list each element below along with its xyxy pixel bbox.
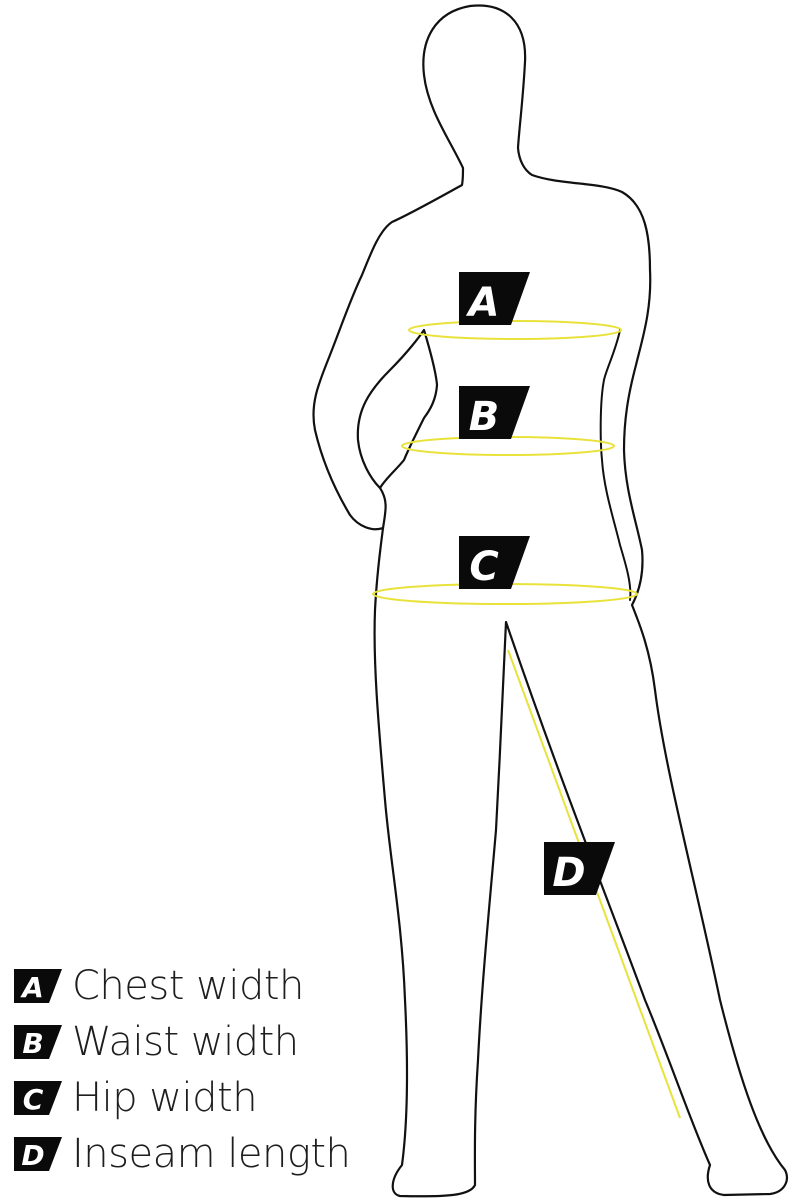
legend: A Chest width B Waist width C Hip width …: [14, 958, 374, 1182]
legend-label-waist: Waist width: [72, 1019, 299, 1065]
waist-contour: [599, 329, 632, 601]
svg-text:C: C: [469, 544, 498, 590]
waist-measure-line: [401, 436, 615, 456]
svg-text:A: A: [20, 971, 44, 1003]
svg-text:D: D: [21, 1139, 44, 1171]
legend-item-hip: C Hip width: [14, 1070, 374, 1126]
marker-c: C: [459, 536, 530, 590]
body-silhouette: [312, 4, 788, 1198]
svg-text:A: A: [466, 280, 500, 326]
marker-a: A: [459, 272, 530, 326]
legend-badge-b: B: [14, 1025, 64, 1059]
marker-d: D: [544, 842, 615, 896]
chest-measure-line: [408, 320, 622, 340]
legend-badge-c: C: [14, 1081, 64, 1115]
svg-text:C: C: [23, 1083, 44, 1115]
svg-text:B: B: [22, 1027, 43, 1059]
svg-text:B: B: [469, 394, 500, 440]
marker-b: B: [459, 386, 530, 440]
svg-text:D: D: [552, 850, 585, 896]
legend-badge-d: D: [14, 1137, 64, 1171]
legend-label-inseam: Inseam length: [72, 1131, 351, 1177]
legend-item-inseam: D Inseam length: [14, 1126, 374, 1182]
hand-detail: [356, 328, 439, 530]
legend-label-chest: Chest width: [72, 963, 304, 1009]
legend-badge-a: A: [14, 969, 64, 1003]
legend-item-chest: A Chest width: [14, 958, 374, 1014]
legend-item-waist: B Waist width: [14, 1014, 374, 1070]
legend-label-hip: Hip width: [72, 1075, 258, 1121]
